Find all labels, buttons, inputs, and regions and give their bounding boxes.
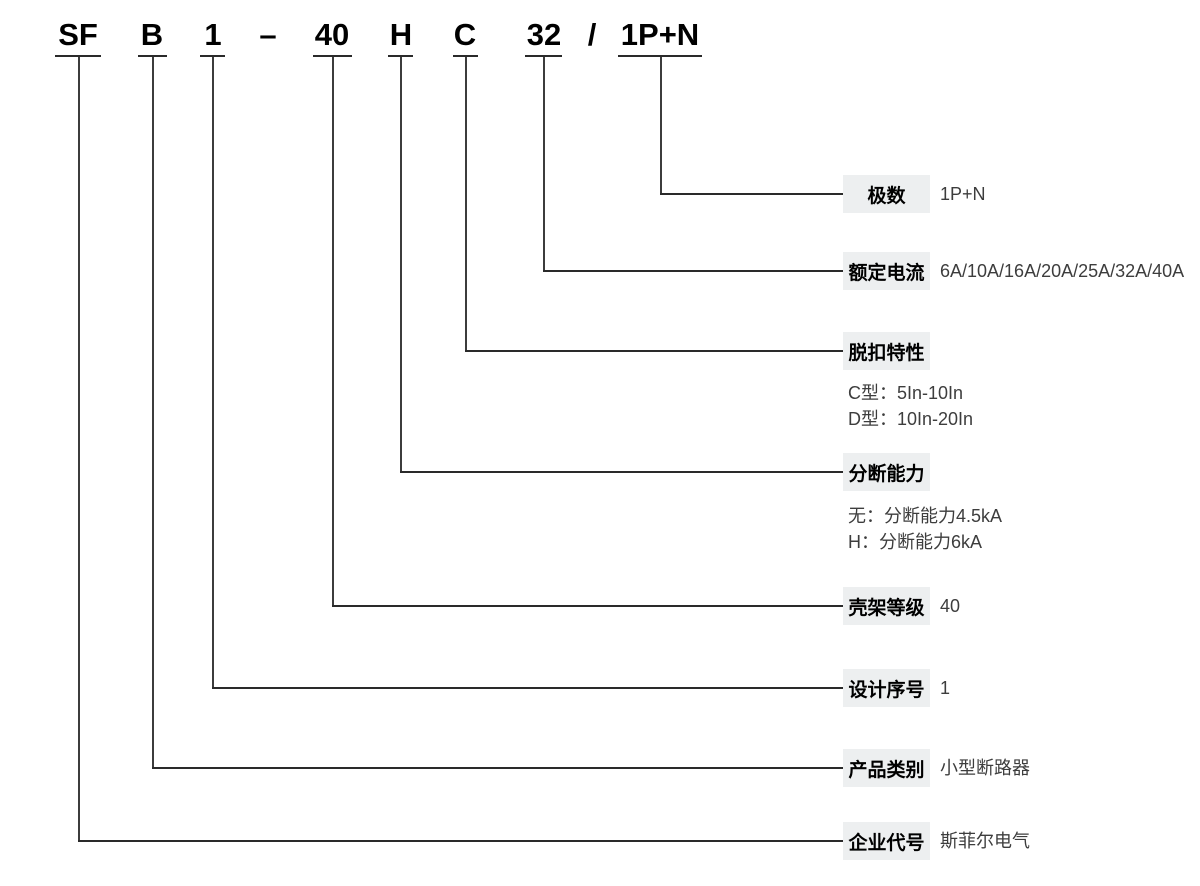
breaking-capacity-details: 无：分断能力4.5kA H：分断能力6kA	[848, 503, 1002, 555]
connector-enterprise-code-vertical	[78, 57, 80, 842]
connector-breaking-capacity-vertical	[400, 57, 402, 473]
trip-characteristic-details: C型：5In-10In D型：10In-20In	[848, 380, 973, 432]
breaking-detail-h: H：分断能力6kA	[848, 532, 983, 552]
code-segment-1: 1	[204, 17, 222, 52]
underline-40	[313, 55, 352, 57]
connector-poles-vertical	[660, 57, 662, 195]
label-box-trip-characteristic: 脱扣特性	[843, 332, 930, 370]
underline-c	[453, 55, 478, 57]
connector-poles-horizontal	[660, 193, 843, 195]
code-segment-40: 40	[314, 17, 350, 52]
label-box-poles: 极数	[843, 175, 930, 213]
connector-product-category-horizontal	[152, 767, 843, 769]
underline-sf	[55, 55, 101, 57]
trip-detail-c-type: C型：5In-10In	[848, 383, 964, 403]
code-segment-1pn: 1P+N	[620, 17, 700, 52]
underline-1	[200, 55, 225, 57]
connector-trip-characteristic-vertical	[465, 57, 467, 352]
connector-rated-current-horizontal	[543, 270, 843, 272]
connector-enterprise-code-horizontal	[78, 840, 843, 842]
connector-rated-current-vertical	[543, 57, 545, 272]
label-box-design-serial: 设计序号	[843, 669, 930, 707]
value-frame-level: 40	[940, 596, 961, 616]
label-breaking-capacity: 分断能力	[848, 463, 925, 485]
label-trip-characteristic: 脱扣特性	[848, 342, 925, 364]
breaking-detail-none: 无：分断能力4.5kA	[848, 506, 1003, 526]
value-design-serial: 1	[940, 678, 951, 698]
trip-detail-d-type: D型：10In-20In	[848, 409, 974, 429]
label-box-enterprise-code: 企业代号	[843, 822, 930, 860]
connector-trip-characteristic-horizontal	[465, 350, 843, 352]
code-segment-32: 32	[526, 17, 562, 52]
label-box-breaking-capacity: 分断能力	[843, 453, 930, 491]
connector-design-serial-horizontal	[212, 687, 843, 689]
label-frame-level: 壳架等级	[848, 597, 925, 619]
label-box-product-category: 产品类别	[843, 749, 930, 787]
label-enterprise-code: 企业代号	[848, 832, 925, 854]
label-product-category: 产品类别	[848, 759, 925, 781]
underline-32	[525, 55, 562, 57]
underline-b	[138, 55, 167, 57]
label-design-serial: 设计序号	[848, 679, 925, 701]
connector-design-serial-vertical	[212, 57, 214, 689]
code-segment-b: B	[140, 17, 164, 52]
label-box-rated-current: 额定电流	[843, 252, 930, 290]
value-poles: 1P+N	[940, 184, 986, 204]
code-slash: /	[587, 17, 597, 52]
code-segment-h: H	[389, 17, 413, 52]
value-product-category: 小型断路器	[940, 758, 1030, 778]
connector-product-category-vertical	[152, 57, 154, 769]
value-enterprise-code: 斯菲尔电气	[940, 831, 1030, 851]
label-poles: 极数	[867, 185, 906, 207]
connector-frame-level-vertical	[332, 57, 334, 607]
connector-breaking-capacity-horizontal	[400, 471, 843, 473]
code-segment-c: C	[453, 17, 477, 52]
code-dash: –	[259, 17, 277, 52]
label-rated-current: 额定电流	[848, 262, 925, 284]
underline-1pn	[618, 55, 702, 57]
underline-h	[388, 55, 413, 57]
code-segment-sf: SF	[58, 17, 98, 52]
connector-frame-level-horizontal	[332, 605, 843, 607]
label-box-frame-level: 壳架等级	[843, 587, 930, 625]
value-rated-current: 6A/10A/16A/20A/25A/32A/40A	[940, 261, 1185, 281]
